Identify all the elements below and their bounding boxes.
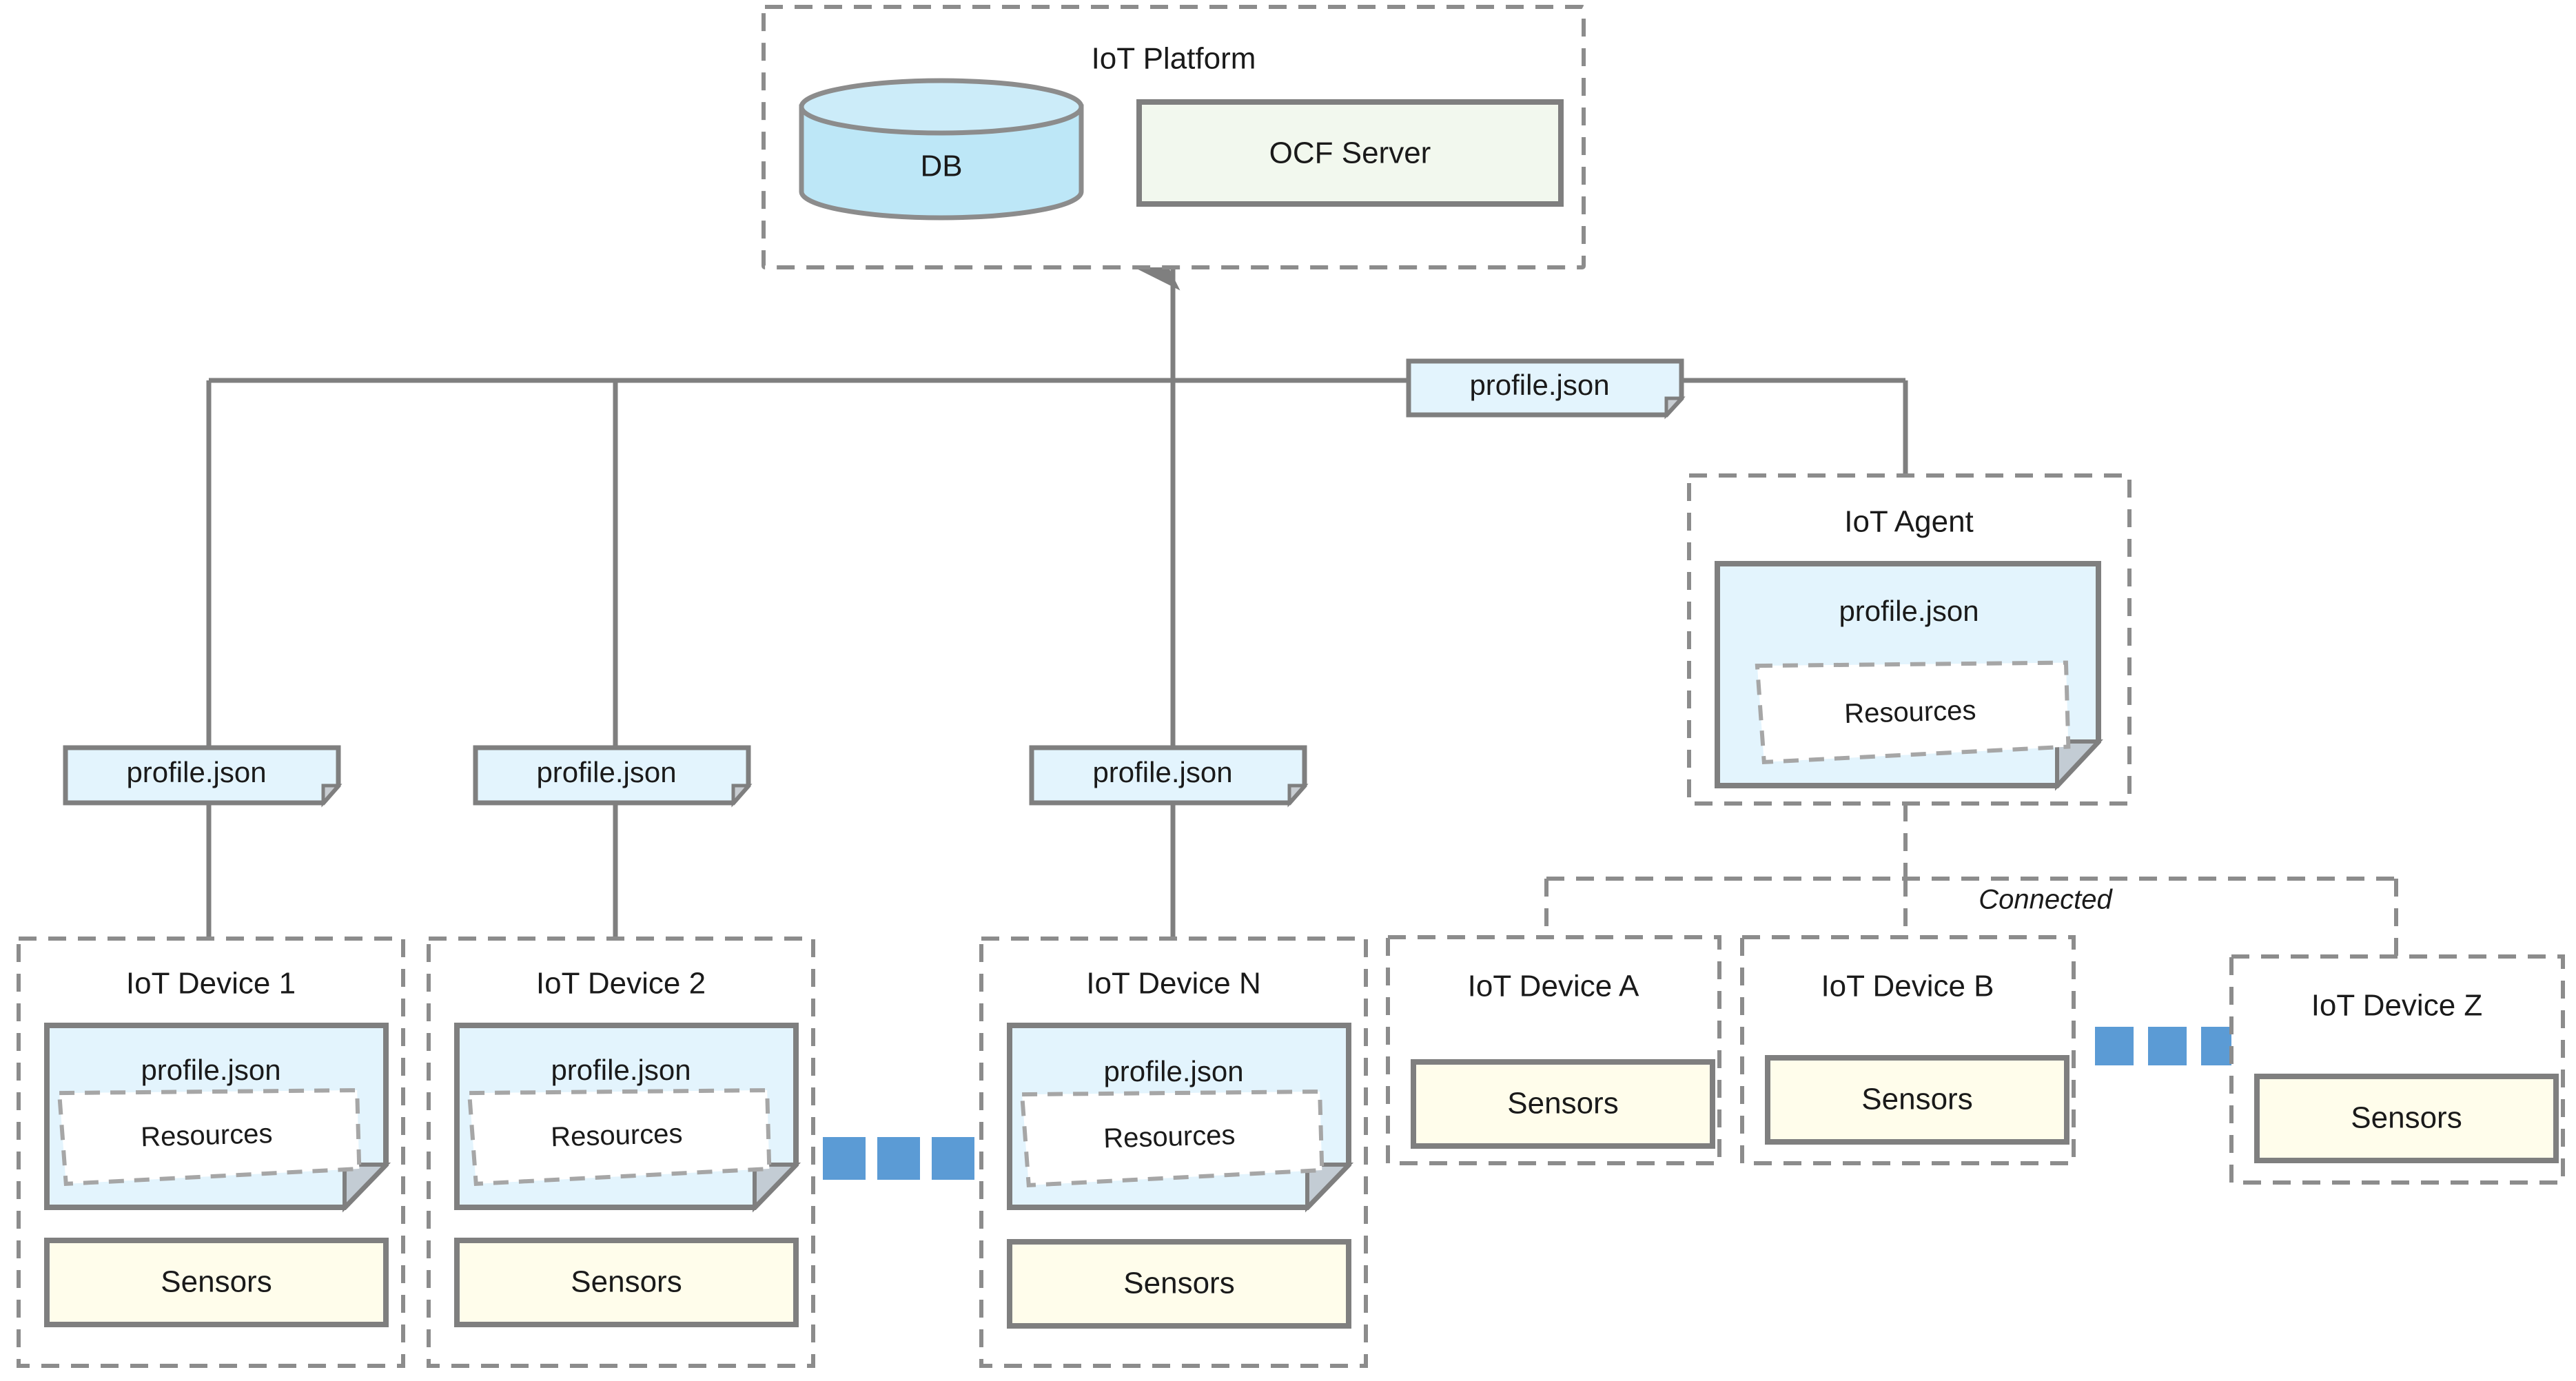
device-z-sensors-box[interactable]: Sensors <box>2254 1074 2559 1163</box>
agent-profile-document[interactable]: profile.json Resources <box>1715 561 2103 791</box>
iot-agent-container[interactable]: IoT Agent profile.json Resources <box>1687 473 2132 806</box>
iot-device-2-title: IoT Device 2 <box>536 967 706 1001</box>
device-2-sensors-label: Sensors <box>571 1265 682 1299</box>
device-a-sensors-box[interactable]: Sensors <box>1411 1059 1715 1149</box>
device-n-profile-document[interactable]: profile.json Resources <box>1007 1023 1354 1213</box>
iot-device-z-title: IoT Device Z <box>2311 989 2483 1023</box>
device-1-profile-fold <box>343 1163 391 1213</box>
device-n-resources-document[interactable]: Resources <box>1019 1086 1325 1188</box>
device-1-sensors-box[interactable]: Sensors <box>44 1238 389 1327</box>
profile-callout-n-fold <box>1287 784 1309 808</box>
device-1-sensors-label: Sensors <box>161 1265 272 1299</box>
db-cylinder-top <box>799 78 1084 136</box>
connected-label: Connected <box>1979 885 2113 915</box>
device-n-resources-label: Resources <box>1103 1120 1236 1154</box>
iot-device-n-container[interactable]: IoT Device N profile.json Resources Sens… <box>979 937 1368 1368</box>
device-n-sensors-border <box>1007 1239 1351 1329</box>
iot-device-a-container[interactable]: IoT Device A Sensors <box>1386 935 1721 1165</box>
agent-profile-callout-label: profile.json <box>1469 369 1609 401</box>
device-n-profile-fold <box>1305 1163 1354 1213</box>
device-1-resources-shape <box>57 1088 362 1187</box>
device-2-profile-fold <box>753 1163 801 1213</box>
profile-callout-1-fold <box>321 784 343 808</box>
iot-device-b-container[interactable]: IoT Device B Sensors <box>1740 935 2076 1165</box>
device-2-resources-shape <box>467 1088 772 1187</box>
ocf-server-box[interactable]: OCF Server <box>1136 99 1564 207</box>
device-b-sensors-label: Sensors <box>1861 1083 1972 1116</box>
device-1-resources-label: Resources <box>141 1118 273 1152</box>
profile-callout-device-2[interactable]: profile.json <box>473 745 753 808</box>
iot-device-1-container[interactable]: IoT Device 1 profile.json Resources Sens… <box>17 937 405 1368</box>
device-profile-callouts: profile.json profile.json profile.json <box>63 745 1309 808</box>
device-1-profile-document[interactable]: profile.json Resources <box>44 1023 391 1213</box>
device-1-profile-label: profile.json <box>141 1054 280 1086</box>
agent-resources-label: Resources <box>1844 695 1976 729</box>
profile-callout-device-1[interactable]: profile.json <box>63 745 343 808</box>
profile-callout-2-label: profile.json <box>536 756 676 788</box>
device-z-sensors-border <box>2254 1074 2559 1163</box>
connected-ellipsis-square-1 <box>2095 1027 2134 1065</box>
iot-device-2-container[interactable]: IoT Device 2 profile.json Resources Sens… <box>427 937 815 1368</box>
agent-profile-callout-fold <box>1664 396 1686 420</box>
device-b-sensors-box[interactable]: Sensors <box>1765 1055 2069 1145</box>
device-a-sensors-label: Sensors <box>1507 1087 1618 1121</box>
device-a-sensors-border <box>1411 1059 1715 1149</box>
iot-platform-title: IoT Platform <box>1092 42 1256 76</box>
device-1-resources-document[interactable]: Resources <box>57 1085 362 1187</box>
ellipsis-square-2 <box>877 1137 920 1180</box>
agent-resources-document[interactable]: Resources <box>1755 657 2071 765</box>
device-2-sensors-border <box>454 1238 799 1327</box>
device-b-sensors-border <box>1765 1055 2069 1145</box>
device-n-profile-label: profile.json <box>1103 1055 1243 1087</box>
iot-device-a-title: IoT Device A <box>1468 970 1639 1003</box>
agent-profile-document-fold <box>2055 739 2103 791</box>
agent-profile-callout[interactable]: profile.json <box>1406 358 1686 420</box>
iot-platform-container[interactable]: IoT Platform DB OCF Server <box>761 5 1586 269</box>
device-2-sensors-box[interactable]: Sensors <box>454 1238 799 1327</box>
device-n-resources-shape <box>1019 1090 1325 1188</box>
profiled-devices-ellipsis <box>823 1137 974 1180</box>
profile-callout-device-n[interactable]: profile.json <box>1029 745 1309 808</box>
device-2-profile-label: profile.json <box>551 1054 691 1086</box>
db-label: DB <box>920 150 962 183</box>
device-2-profile-document[interactable]: profile.json Resources <box>454 1023 801 1213</box>
iot-device-z-container[interactable]: IoT Device Z Sensors <box>2229 954 2565 1185</box>
device-2-resources-label: Resources <box>551 1118 683 1152</box>
iot-agent-title: IoT Agent <box>1844 505 1974 539</box>
device-n-sensors-box[interactable]: Sensors <box>1007 1239 1351 1329</box>
connected-devices-ellipsis <box>2095 1027 2240 1065</box>
connected-ellipsis-square-2 <box>2148 1027 2187 1065</box>
device-2-resources-document[interactable]: Resources <box>467 1085 772 1187</box>
ocf-server-border <box>1136 99 1564 207</box>
profile-callout-1-label: profile.json <box>126 756 266 788</box>
iot-device-n-title: IoT Device N <box>1086 967 1261 1001</box>
ellipsis-square-1 <box>823 1137 866 1180</box>
ocf-server-label: OCF Server <box>1269 136 1431 170</box>
profile-callout-2-fold <box>731 784 753 808</box>
agent-profile-label: profile.json <box>1839 595 1979 627</box>
iot-device-b-title: IoT Device B <box>1821 970 1994 1003</box>
profile-callout-n-label: profile.json <box>1092 756 1232 788</box>
device-1-sensors-border <box>44 1238 389 1327</box>
device-z-sensors-label: Sensors <box>2351 1101 2462 1135</box>
device-n-sensors-label: Sensors <box>1123 1267 1234 1300</box>
ellipsis-square-3 <box>932 1137 974 1180</box>
iot-device-1-title: IoT Device 1 <box>126 967 296 1001</box>
agent-resources-shape <box>1755 660 2071 765</box>
db-cylinder-body <box>799 104 1084 221</box>
db-cylinder[interactable]: DB <box>799 78 1084 221</box>
